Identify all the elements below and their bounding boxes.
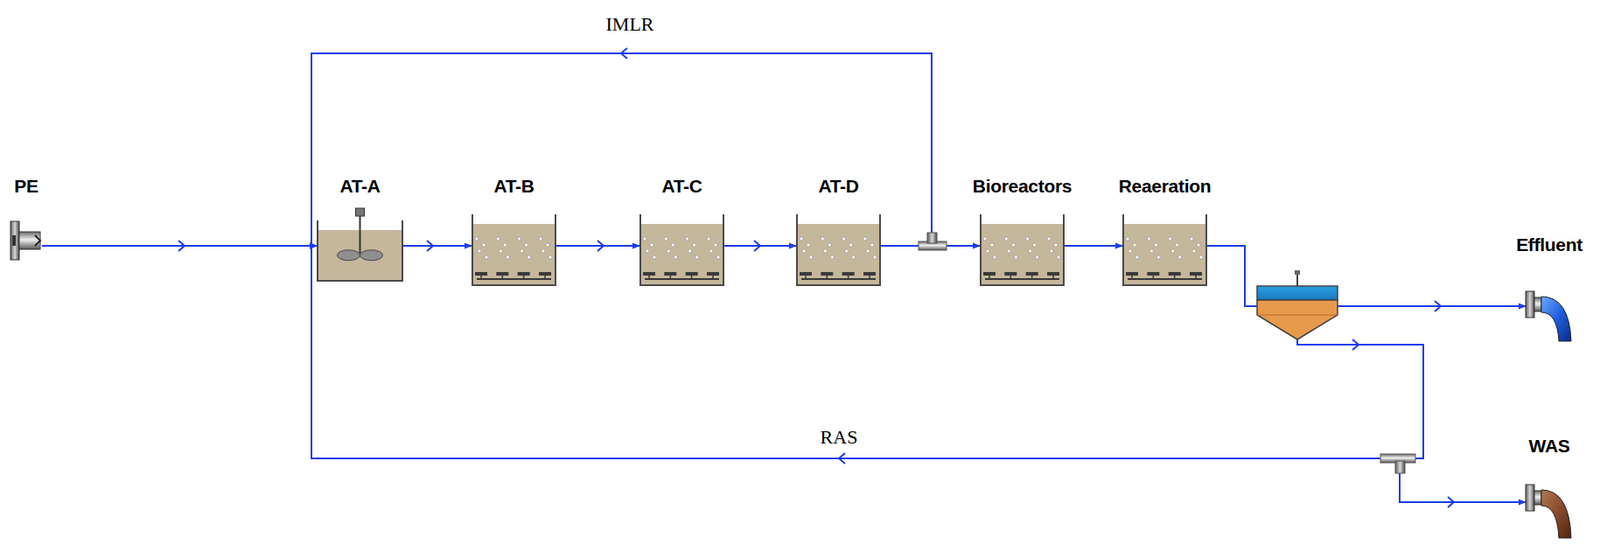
tank-node: Reaeration (1122, 214, 1208, 287)
aer-symbol (979, 214, 1065, 287)
tank-node: AT-D (796, 214, 881, 287)
source-symbol (10, 214, 42, 267)
unit-label: Bioreactors (972, 175, 1072, 197)
flow-line (41, 244, 317, 247)
unit-label: WAS (1529, 435, 1571, 457)
aer-symbol (796, 214, 881, 287)
stream-label: IMLR (603, 13, 657, 35)
aer-symbol (639, 214, 725, 287)
flow-line (1207, 245, 1526, 307)
tank-node: AT-A (316, 208, 404, 282)
flow-chevron (178, 48, 1454, 508)
flow-line (556, 244, 640, 247)
terminal-node: Effluent (1525, 286, 1573, 343)
unit-label: Effluent (1516, 234, 1583, 256)
mixer-symbol (316, 208, 404, 282)
unit-label: AT-A (339, 175, 380, 197)
effluent-symbol (1525, 286, 1573, 343)
aer-symbol (1122, 214, 1208, 287)
clarifier-symbol (1257, 270, 1338, 340)
splitter-tee (1380, 454, 1416, 474)
was-symbol (1525, 479, 1573, 539)
flow-line (1064, 244, 1123, 247)
tank-node: Bioreactors (979, 214, 1065, 287)
flow-line (1207, 245, 1526, 503)
splitter-tee (918, 232, 947, 251)
unit-label: PE (13, 175, 38, 197)
unit-label: Reaeration (1118, 175, 1212, 197)
flow-line (311, 53, 932, 246)
aer-symbol (471, 214, 557, 287)
unit-label: AT-C (661, 175, 702, 197)
unit-label: AT-D (817, 175, 859, 197)
terminal-node: PE (10, 214, 42, 267)
unit-label: AT-B (493, 175, 534, 197)
stream-label: RAS (817, 426, 861, 448)
tank-node: AT-B (471, 214, 557, 287)
terminal-node: WAS (1525, 479, 1573, 539)
flow-line (403, 244, 472, 247)
tank-node: AT-C (639, 214, 725, 287)
